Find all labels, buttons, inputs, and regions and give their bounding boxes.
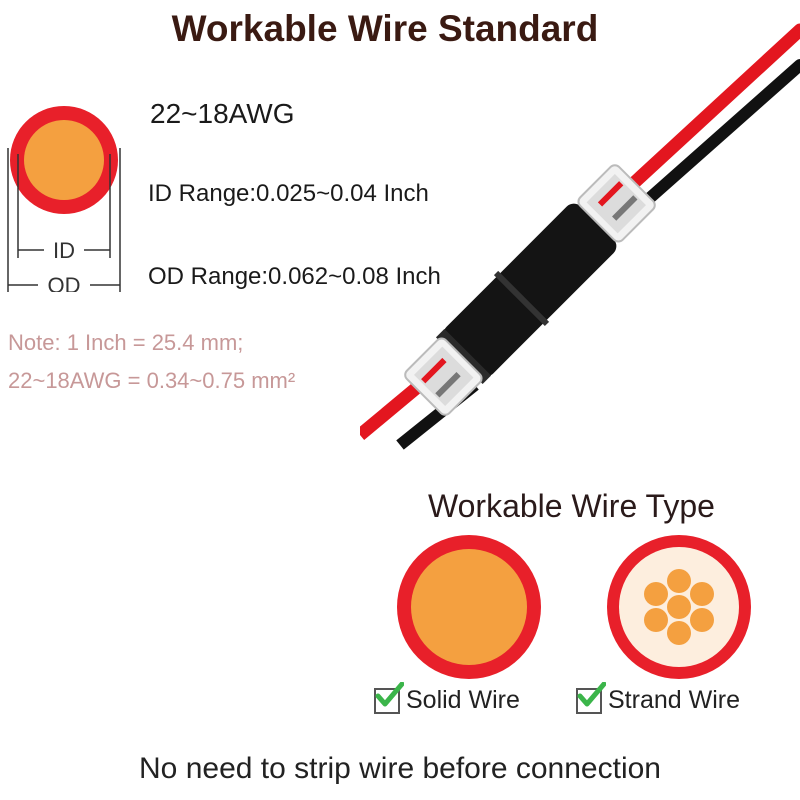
- page-title: Workable Wire Standard: [171, 8, 599, 49]
- conductor-core: [24, 120, 104, 200]
- check-icon: [576, 681, 606, 714]
- wire-cross-section-diagram: ID OD: [7, 106, 121, 292]
- note-line-2: 22~18AWG = 0.34~0.75 mm²: [8, 368, 296, 393]
- strand-wire-option: Strand Wire: [576, 681, 740, 715]
- wire-gauge-label: 22~18AWG: [150, 98, 295, 129]
- red-wire-upper: [603, 23, 800, 212]
- note-line-1: Note: 1 Inch = 25.4 mm;: [8, 330, 244, 355]
- id-range-label: ID Range:0.025~0.04 Inch: [148, 180, 429, 207]
- od-label: OD: [48, 273, 81, 292]
- bottom-caption: No need to strip wire before connection: [139, 752, 661, 785]
- solid-wire-label: Solid Wire: [406, 686, 520, 714]
- solid-wire-icon: [397, 535, 541, 679]
- connector-product-image: [360, 23, 800, 450]
- strand-wire-label: Strand Wire: [608, 686, 740, 714]
- solid-wire-option: Solid Wire: [374, 681, 520, 715]
- wire-type-title: Workable Wire Type: [428, 488, 715, 524]
- strand-wire-icon: [607, 535, 751, 679]
- black-wire-upper: [619, 59, 800, 226]
- check-icon: [374, 681, 404, 714]
- id-label: ID: [53, 238, 75, 263]
- connector-body: [443, 203, 617, 377]
- od-range-label: OD Range:0.062~0.08 Inch: [148, 263, 441, 290]
